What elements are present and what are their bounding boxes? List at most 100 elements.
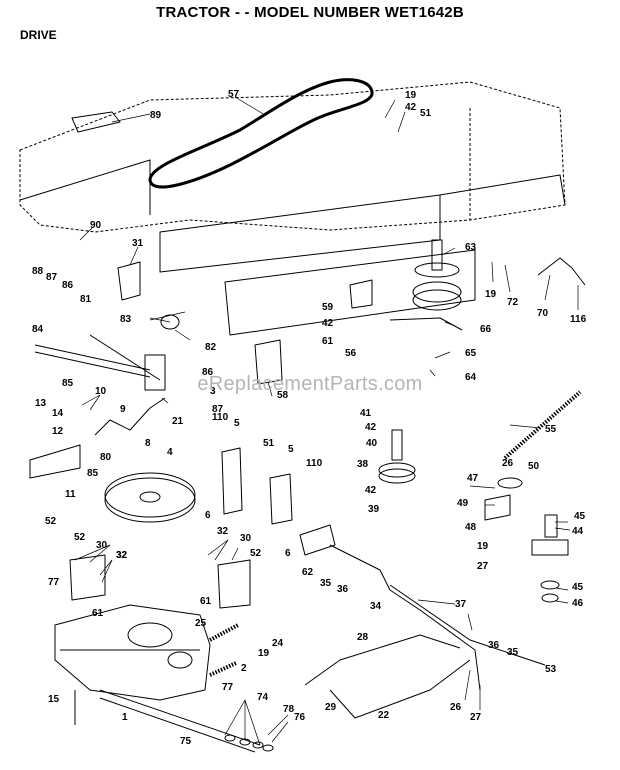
callout-26: 26 [450, 702, 462, 713]
hardware-75 [224, 734, 274, 752]
callout-42: 42 [365, 485, 377, 496]
callout-61: 61 [322, 336, 334, 347]
page-title: TRACTOR - - MODEL NUMBER WET1642B [156, 4, 464, 21]
callout-52: 52 [45, 516, 57, 527]
shift-rod-assembly [34, 334, 166, 391]
callout-4: 4 [167, 447, 173, 458]
section-label: DRIVE [20, 28, 57, 42]
idler-pulley-63 [412, 239, 462, 311]
callout-numbers: 57 19 42 51 89 90 31 63 88 87 86 81 84 8… [32, 89, 587, 747]
callout-26: 26 [502, 458, 514, 469]
callout-1: 1 [122, 712, 128, 723]
callout-8: 8 [145, 438, 151, 449]
callout-89: 89 [150, 110, 162, 121]
callout-42: 42 [365, 422, 377, 433]
callout-51: 51 [420, 108, 432, 119]
callout-13: 13 [35, 398, 47, 409]
watermark: eReplacementParts.com [197, 373, 423, 395]
callout-57: 57 [228, 89, 240, 100]
callout-9: 9 [120, 404, 126, 415]
pulley-47 [497, 477, 523, 489]
callout-77: 77 [48, 577, 60, 588]
shaft-62 [299, 524, 336, 556]
callout-21: 21 [172, 416, 184, 427]
callout-45: 45 [574, 511, 586, 522]
callout-10: 10 [95, 386, 107, 397]
rod-34 [329, 544, 481, 691]
callout-12: 12 [52, 426, 64, 437]
callout-47: 47 [467, 473, 479, 484]
callout-29: 29 [325, 702, 337, 713]
callout-5: 5 [234, 418, 240, 429]
callout-76: 76 [294, 712, 306, 723]
callout-44: 44 [572, 526, 584, 537]
callout-25: 25 [195, 618, 207, 629]
callout-38: 38 [357, 459, 369, 470]
callout-82: 82 [205, 342, 217, 353]
callout-53: 53 [545, 664, 557, 675]
callout-34: 34 [370, 601, 382, 612]
callout-19: 19 [258, 648, 270, 659]
callout-88: 88 [32, 266, 44, 277]
callout-86: 86 [202, 367, 214, 378]
bracket-30-left [69, 554, 106, 601]
callout-28: 28 [357, 632, 369, 643]
linkage-8 [94, 397, 166, 436]
callout-22: 22 [378, 710, 390, 721]
callout-58: 58 [277, 390, 289, 401]
callout-48: 48 [465, 522, 477, 533]
callout-52: 52 [250, 548, 262, 559]
callout-51: 51 [263, 438, 275, 449]
callout-42: 42 [322, 318, 334, 329]
rod-22 [329, 659, 471, 719]
rod-34-lower [389, 584, 546, 666]
transaxle-1 [54, 604, 261, 753]
callout-63: 63 [465, 242, 477, 253]
callout-36: 36 [337, 584, 349, 595]
callout-85: 85 [62, 378, 74, 389]
callout-42: 42 [405, 102, 417, 113]
callout-61: 61 [200, 596, 212, 607]
callout-65: 65 [465, 348, 477, 359]
pulley-83 [160, 314, 180, 330]
callout-32: 32 [116, 550, 128, 561]
callout-40: 40 [366, 438, 378, 449]
rod-66 [389, 317, 463, 331]
callout-66: 66 [480, 324, 492, 335]
tractor-frame [19, 81, 566, 336]
pulley-38 [378, 429, 416, 484]
callout-116: 116 [570, 314, 587, 325]
callout-70: 70 [537, 308, 549, 319]
callout-39: 39 [368, 504, 380, 515]
callout-19: 19 [405, 90, 417, 101]
callout-24: 24 [272, 638, 284, 649]
callout-78: 78 [283, 704, 295, 715]
callout-64: 64 [465, 372, 477, 383]
callout-59: 59 [322, 302, 334, 313]
spring-25 [209, 623, 239, 642]
callout-75: 75 [180, 736, 192, 747]
shaft-assembly-44 [531, 514, 569, 603]
callout-84: 84 [32, 324, 44, 335]
callout-46: 46 [572, 598, 584, 609]
callout-6: 6 [285, 548, 291, 559]
callout-90: 90 [90, 220, 102, 231]
callout-52: 52 [74, 532, 86, 543]
callout-27: 27 [470, 712, 482, 723]
callout-6: 6 [205, 510, 211, 521]
callout-77: 77 [222, 682, 234, 693]
part-31 [117, 261, 141, 301]
callout-83: 83 [120, 314, 132, 325]
callout-36: 36 [488, 640, 500, 651]
callout-5: 5 [288, 444, 294, 455]
callout-86: 86 [62, 280, 74, 291]
callout-41: 41 [360, 408, 372, 419]
pulley-4 [104, 472, 196, 523]
spring-2 [209, 661, 237, 677]
callout-19: 19 [485, 289, 497, 300]
rod-28 [304, 634, 461, 686]
callout-19: 19 [477, 541, 489, 552]
callout-61: 61 [92, 608, 104, 619]
